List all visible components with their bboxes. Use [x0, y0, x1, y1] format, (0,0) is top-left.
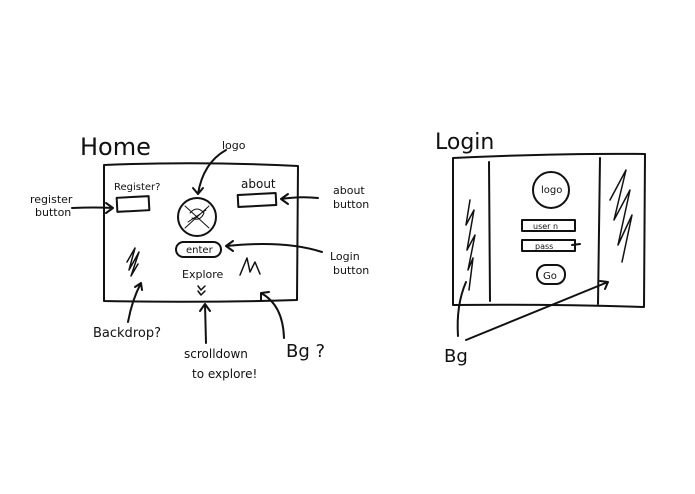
go-button[interactable] — [536, 264, 566, 285]
enter-button[interactable] — [175, 241, 222, 258]
username-field[interactable] — [521, 219, 576, 232]
login-title: Login — [435, 130, 494, 155]
login-right-scribble — [609, 169, 633, 263]
login-right-column — [597, 157, 601, 305]
home-explore-label: Explore — [182, 268, 224, 281]
bg-scribble — [239, 257, 261, 276]
backdrop-scribble — [126, 247, 140, 277]
home-logo-label: logo — [222, 139, 246, 152]
home-about-label: about — [241, 177, 276, 191]
register-button[interactable] — [115, 195, 151, 213]
home-logo-scribble — [184, 205, 210, 229]
register-arrow — [71, 202, 114, 214]
scrolldown-annotation: scrolldown to explore! — [184, 347, 257, 381]
backdrop-arrow — [127, 282, 143, 323]
home-frame — [103, 162, 299, 303]
home-bg-annotation: Bg ? — [286, 341, 325, 362]
register-button-annotation: register button — [30, 193, 76, 219]
login-bg-arrow-left — [456, 281, 467, 337]
home-enter-label: enter — [186, 245, 214, 256]
bg-arrow — [260, 291, 285, 339]
login-frame — [452, 152, 646, 308]
about-arrow — [280, 193, 319, 205]
about-button-annotation: about button — [333, 184, 369, 211]
logo-arrow — [192, 149, 227, 195]
login-left-scribble — [465, 199, 476, 291]
login-logo-circle — [532, 171, 570, 209]
login-button-annotation: Login button — [330, 250, 369, 277]
scroll-arrows-icon — [197, 285, 206, 296]
login-user-label: user n — [533, 222, 558, 231]
scrolldown-arrow — [199, 303, 211, 344]
login-pass-label: pass — [535, 242, 553, 251]
home-logo-circle — [177, 197, 217, 237]
home-title: Home — [80, 133, 151, 161]
about-button[interactable] — [236, 192, 278, 208]
login-bg-annotation: Bg — [444, 346, 468, 367]
login-left-column — [488, 161, 491, 302]
login-go-label: Go — [543, 271, 557, 282]
login-arrow — [225, 240, 323, 253]
backdrop-annotation: Backdrop? — [93, 326, 161, 341]
login-bg-arrow-right — [465, 280, 609, 341]
home-register-label: Register? — [114, 182, 160, 193]
login-logo-label: logo — [541, 185, 562, 196]
